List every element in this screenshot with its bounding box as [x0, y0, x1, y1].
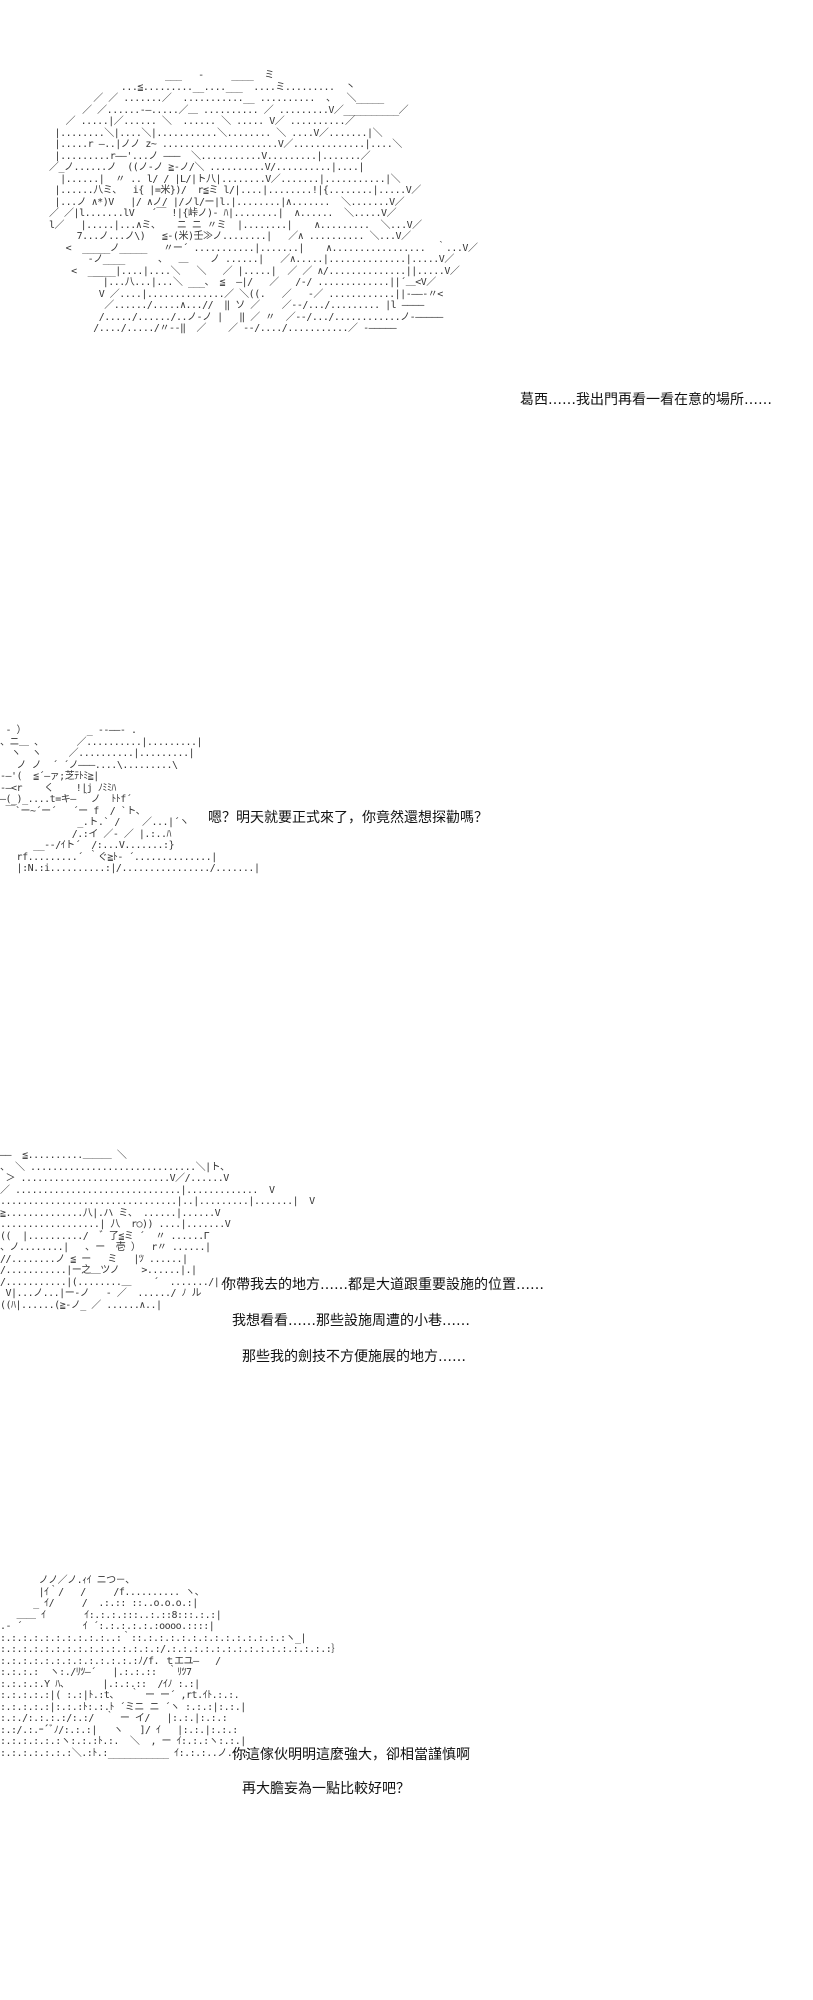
dialogue-line: 我想看看……那些設施周遭的小巷…… — [232, 1313, 470, 1329]
dialogue-line: 再大膽妄為一點比較好吧？ — [242, 1781, 410, 1797]
dialogue-line: 葛西……我出門再看一看在意的場所…… — [520, 392, 772, 408]
ascii-art-character: ノノ／ノ.ｨｲ ニつ－、 |ｲ｀/ / /f.......... ヽ、 _ ｲ/… — [0, 1575, 341, 1759]
ascii-art-character: ‐ ） _ --――- . 、ニ＿ 、 ／..........|........… — [0, 725, 260, 874]
manga-panel-3: ―― ≦..........＿＿＿ ＼ 、 ＼ ................… — [0, 1145, 813, 1405]
manga-panel-2: ‐ ） _ --――- . 、ニ＿ 、 ／..........|........… — [0, 720, 813, 980]
dialogue-line: 你帶我去的地方……都是大道跟重要設施的位置…… — [222, 1277, 544, 1293]
dialogue-line: 嗯？明天就要正式來了，你竟然還想探勸嗎？ — [208, 810, 488, 826]
ascii-art-character: ―― ≦..........＿＿＿ ＼ 、 ＼ ................… — [0, 1150, 315, 1311]
manga-panel-1: ___ - ____ ミ ...≦.........__....___ ....… — [0, 60, 813, 420]
ascii-art-character: ___ - ____ ミ ...≦.........__....___ ....… — [49, 70, 478, 334]
dialogue-line: 那些我的劍技不方便施展的地方…… — [242, 1349, 466, 1365]
manga-panel-4: ノノ／ノ.ｨｲ ニつ－、 |ｲ｀/ / /f.......... ヽ、 _ ｲ/… — [0, 1570, 813, 1870]
dialogue-line: 你這傢伙明明這麼強大，卻相當謹慎啊 — [232, 1747, 470, 1763]
